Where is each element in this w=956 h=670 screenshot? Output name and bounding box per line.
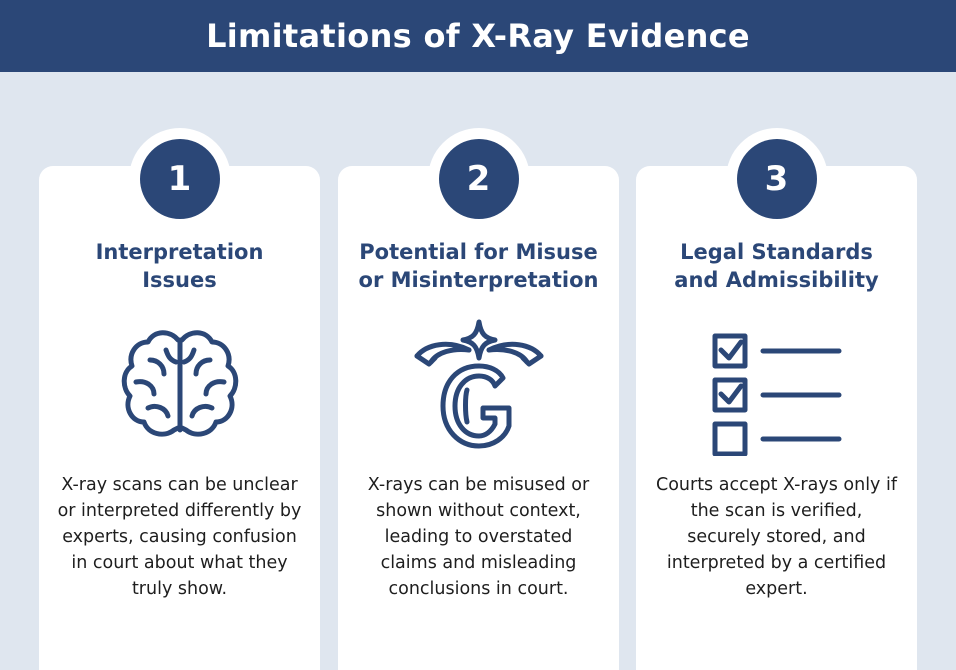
number-badge: 3 bbox=[736, 139, 817, 219]
brain-icon bbox=[121, 330, 238, 437]
card-title-line: and Admissibility bbox=[674, 268, 879, 292]
card-title-line: or Misinterpretation bbox=[358, 268, 599, 292]
card-description: Courts accept X-rays only if the scan is… bbox=[655, 475, 897, 599]
number-badge: 2 bbox=[438, 139, 519, 219]
card-title-line: Issues bbox=[142, 268, 217, 292]
card-legal-standards: 3 Legal Standards and Admissibility Cour… bbox=[636, 128, 917, 670]
number-badge-ring: 2 bbox=[427, 128, 530, 230]
card-title: Interpretation Issues bbox=[49, 238, 310, 294]
checklist-icon bbox=[712, 333, 841, 456]
number-badge-ring: 3 bbox=[725, 128, 828, 230]
header-banner: Limitations of X-Ray Evidence bbox=[0, 0, 956, 72]
card-title-line: Potential for Misuse bbox=[359, 240, 598, 264]
card-description: X-rays can be misused or shown without c… bbox=[367, 475, 590, 599]
number-badge: 1 bbox=[139, 139, 220, 219]
page-title: Limitations of X-Ray Evidence bbox=[206, 17, 750, 55]
card-description: X-ray scans can be unclear or interprete… bbox=[57, 475, 302, 599]
card-title: Potential for Misuse or Misinterpretatio… bbox=[348, 238, 609, 294]
card-interpretation-issues: 1 Interpretation Issues X-ray scans can … bbox=[39, 128, 320, 670]
card-misuse: 2 Potential for Misuse or Misinterpretat… bbox=[338, 128, 619, 670]
card-title-line: Interpretation bbox=[95, 240, 264, 264]
number-badge-ring: 1 bbox=[128, 128, 231, 230]
g-arrows-icon bbox=[414, 319, 543, 449]
card-title-line: Legal Standards bbox=[680, 240, 873, 264]
card-title: Legal Standards and Admissibility bbox=[646, 238, 907, 294]
